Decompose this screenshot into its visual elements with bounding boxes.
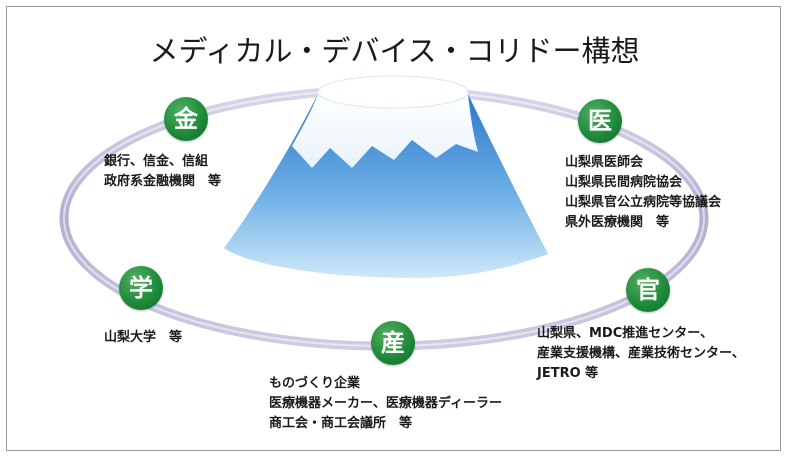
government-badge: 官 [626, 268, 670, 312]
page-title: メディカル・デバイス・コリドー構想 [149, 34, 640, 68]
government-member: 山梨県、MDC推進センター、 [537, 326, 714, 341]
government-members: 山梨県、MDC推進センター、 産業支援機構、産業技術センター、 JETRO 等 [537, 324, 745, 384]
finance-member: 政府系金融機関 等 [104, 174, 222, 189]
finance-member: 銀行、信金、信組 [104, 154, 209, 169]
medical-member: 山梨県医師会 [565, 155, 644, 170]
industry-members: ものづくり企業 医療機器メーカー、医療機器ディーラー 商工会・商工会議所 等 [269, 374, 502, 434]
government-member: 産業支援機構、産業技術センター、 [537, 346, 745, 361]
academia-members: 山梨大学 等 [104, 328, 182, 348]
medical-badge: 医 [578, 99, 622, 143]
medical-member: 山梨県官公立病院等協議会 [565, 195, 722, 210]
finance-badge: 金 [164, 97, 208, 141]
industry-member: ものづくり企業 [269, 376, 361, 391]
medical-member: 県外医療機関 等 [565, 215, 670, 230]
industry-member: 医療機器メーカー、医療機器ディーラー [269, 396, 502, 411]
medical-member: 山梨県民間病院協会 [565, 175, 683, 190]
mountain-snow [292, 94, 478, 168]
mountain-crater [317, 75, 469, 109]
academia-member: 山梨大学 等 [104, 330, 183, 345]
industry-badge: 産 [371, 321, 415, 365]
government-member: JETRO 等 [537, 366, 599, 381]
academia-badge: 学 [119, 266, 163, 310]
finance-members: 銀行、信金、信組 政府系金融機関 等 [104, 152, 221, 192]
industry-member: 商工会・商工会議所 等 [269, 416, 413, 431]
medical-members: 山梨県医師会 山梨県民間病院協会 山梨県官公立病院等協議会 県外医療機関 等 [565, 153, 721, 233]
